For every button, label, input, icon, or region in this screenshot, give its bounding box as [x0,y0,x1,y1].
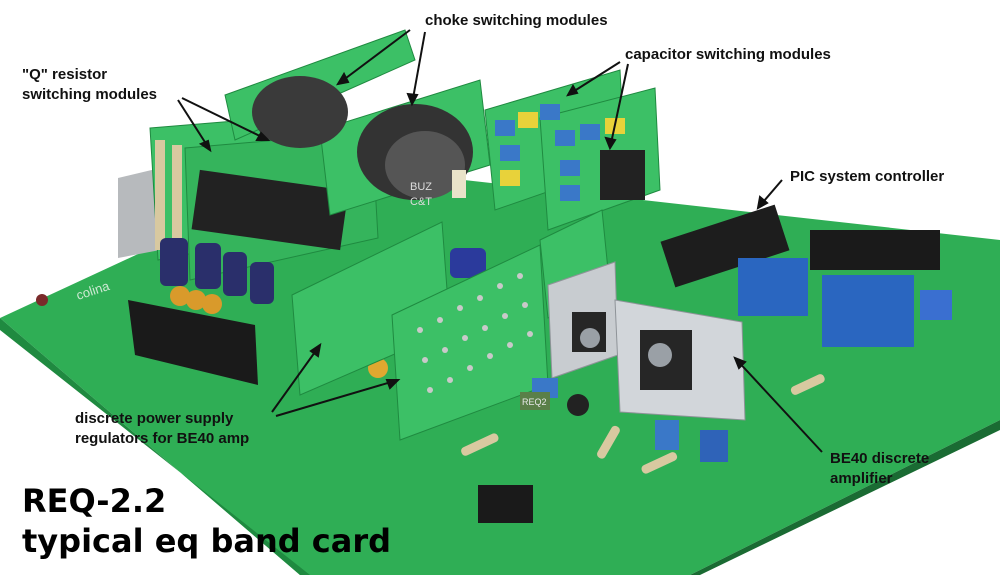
choke-print-2: C&T [410,196,432,208]
ic-chip-large [191,169,349,251]
annotation-arrows [177,29,823,453]
choke-inductor-1 [252,76,348,148]
label-amp-line2: amplifier [830,470,893,487]
trimmer-pot [920,290,952,320]
label-capacitor-modules: capacitor switching modules [625,46,831,63]
choke-print: BUZ [410,181,432,193]
part-mark: REQ2 [522,397,547,407]
title-model: REQ-2.2 [22,482,167,520]
board-shadow [300,420,1000,575]
resistor-row [155,140,182,255]
solder-joints [417,273,533,393]
label-q-resistor-line1: "Q" resistor [22,66,108,83]
nylon-standoff [452,170,466,198]
ceramic-caps [170,286,388,378]
power-connector [128,300,258,385]
label-q-resistor-line2: switching modules [22,86,158,103]
label-power-line2: regulators for BE40 amp [75,430,250,447]
title-description: typical eq band card [22,522,392,560]
label-amp-line1: BE40 discrete [830,450,930,467]
choke-inductor-2-face [385,131,465,199]
transistor-small [567,394,589,416]
screw-1 [580,328,600,348]
blue-cap-3 [700,430,728,462]
connector-header [810,230,940,270]
relay-1 [738,258,808,316]
label-power-line1: discrete power supply [75,410,234,427]
screw-2 [648,343,672,367]
blue-cap-2 [655,420,679,450]
pic-chip [660,204,790,288]
pin-header [478,485,533,523]
label-choke-modules: choke switching modules [425,12,608,29]
relay-2 [822,275,914,347]
metal-bracket [118,168,160,258]
mounting-hole [36,294,48,306]
part-box [520,392,550,410]
resistors-front [461,374,825,474]
label-pic-controller: PIC system controller [790,168,945,185]
film-capacitors [495,104,625,201]
ic-chip-small [600,150,645,200]
